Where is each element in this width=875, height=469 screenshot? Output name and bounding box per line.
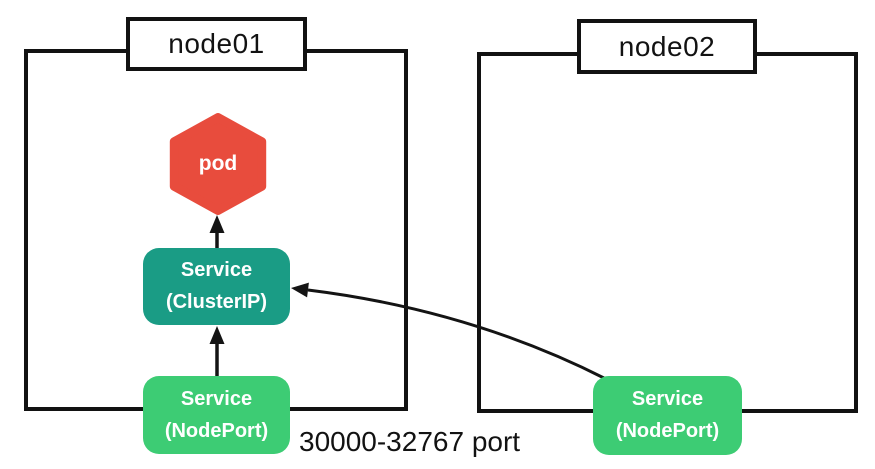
arrow-clusterip-to-pod-head: [209, 215, 225, 233]
node01-label: node01: [126, 17, 307, 71]
service-nodeport1-line2: (NodePort): [164, 419, 269, 442]
node02-label: node02: [577, 19, 757, 74]
service-nodeport2-line1: Service: [631, 388, 704, 410]
pod-hexagon-icon: [169, 113, 267, 215]
arrow-nodeport1-to-clusterip-head: [209, 326, 225, 344]
service-clusterip-line1: Service: [180, 259, 253, 281]
pod-label: pod: [198, 152, 238, 175]
arrow-nodeport2-to-clusterip-curve: [307, 288, 607, 381]
service-clusterip-line2: (ClusterIP): [165, 291, 268, 313]
node02-label-text: node02: [618, 30, 716, 62]
service-nodeport1-line1: Service: [180, 387, 253, 410]
node01-label-text: node01: [168, 28, 265, 59]
service-nodeport2-line2: (NodePort): [615, 420, 720, 442]
service-nodeport2-box: Service (NodePort): [593, 376, 742, 455]
service-clusterip-box: Service (ClusterIP): [143, 248, 290, 325]
port-range-note: 30000-32767 port: [299, 426, 521, 457]
arrow-nodeport2-to-clusterip-head: [291, 282, 309, 298]
service-nodeport1-box: Service (NodePort): [143, 376, 290, 454]
